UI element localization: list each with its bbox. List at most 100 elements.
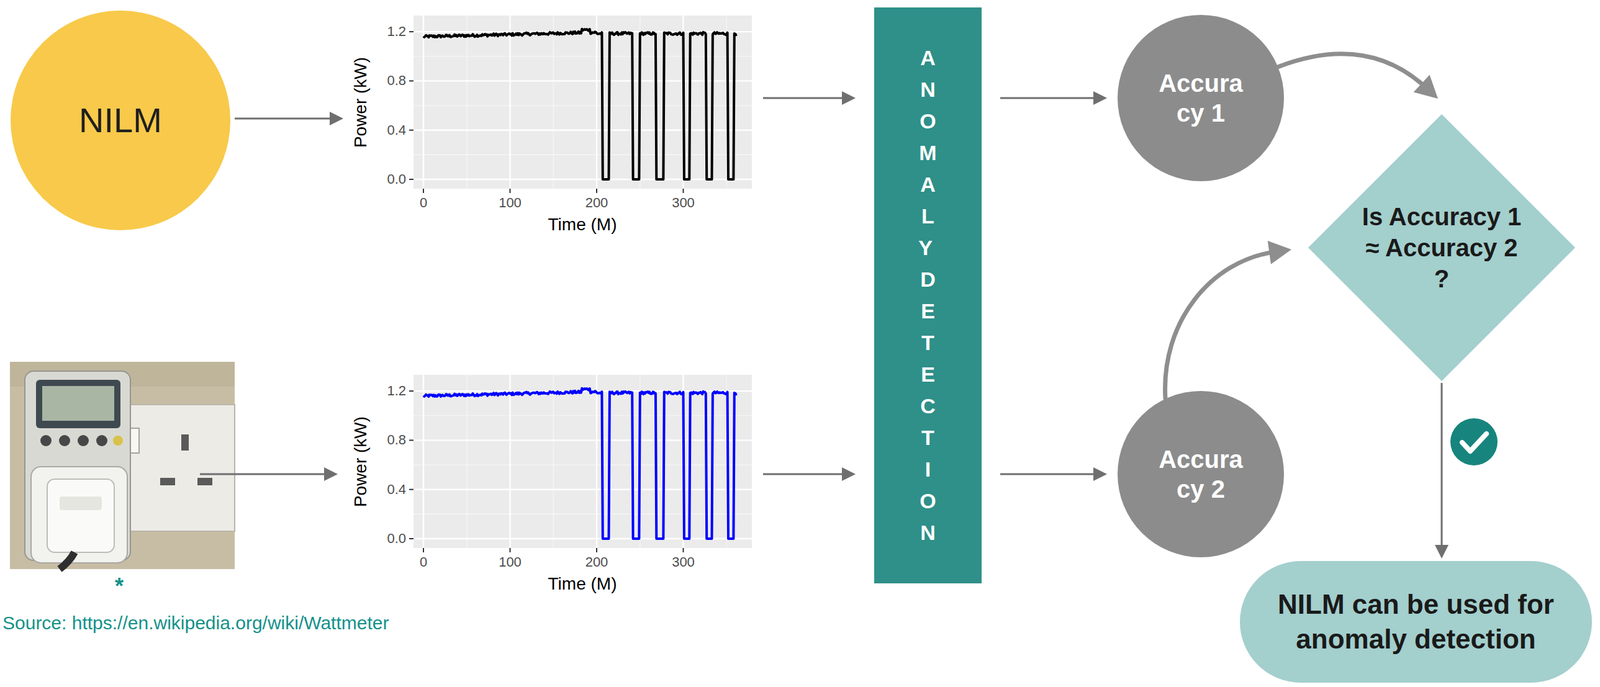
- grid-major: [509, 15, 511, 189]
- axis-tick: [409, 178, 414, 181]
- axis-tick: [409, 439, 414, 441]
- meter-button: [77, 435, 89, 447]
- line-chart: [409, 375, 752, 553]
- axis-tick: [409, 390, 414, 392]
- axis-tick: [409, 489, 414, 491]
- source-note: Source: https://en.wikipedia.org/wiki/Wa…: [2, 612, 389, 635]
- grid-major: [413, 489, 752, 491]
- grid-major: [596, 15, 598, 189]
- meter-display: [42, 386, 115, 421]
- axis-tick-label: 0: [419, 554, 428, 571]
- footnote-mark: *: [114, 573, 124, 600]
- grid-minor: [466, 15, 467, 189]
- process-band: ANOMALY DETECTION: [874, 7, 982, 584]
- arrow-head: [1093, 467, 1108, 482]
- axis-title: Power (kW): [350, 57, 372, 148]
- decision-diamond: Is Accuracy 1 ≈ Accuracy 2 ?: [1307, 113, 1576, 382]
- axis-tick: [682, 548, 685, 553]
- axis-tick-label: 0.0: [386, 530, 407, 547]
- wattmeter-photo: [9, 361, 235, 570]
- grid-minor: [553, 15, 554, 189]
- plot-panel: [413, 15, 752, 189]
- arrow-head: [1093, 91, 1108, 105]
- meter-button: [40, 435, 52, 447]
- axis-tick-label: 1.2: [386, 383, 407, 400]
- arrow-head: [324, 467, 338, 482]
- grid-minor: [413, 415, 752, 416]
- check-mark: [1462, 433, 1487, 452]
- connector-line: [1165, 251, 1277, 398]
- grid-minor: [466, 375, 467, 549]
- circle-shape: [1116, 390, 1285, 559]
- grid-major: [413, 439, 752, 441]
- node-title: Accura cy 1: [1151, 68, 1251, 128]
- result-circle: Accura cy 2: [1116, 390, 1285, 559]
- check-circle: [1450, 418, 1498, 466]
- arrow-line: [199, 473, 326, 476]
- meter-button: [58, 435, 71, 447]
- arrow-head: [841, 467, 856, 482]
- grid-major: [413, 538, 752, 540]
- socket-hole: [197, 478, 213, 486]
- axis-tick-label: 0.8: [386, 72, 407, 89]
- connector: [1278, 54, 1438, 99]
- plug: [47, 479, 115, 553]
- grid-minor: [413, 55, 752, 57]
- node-title: Accura cy 2: [1151, 444, 1251, 505]
- grid-major: [413, 80, 752, 82]
- axis-tick: [422, 548, 425, 553]
- socket-plate: [115, 404, 235, 532]
- connector: [1165, 240, 1292, 399]
- check-icon: [1450, 418, 1498, 466]
- axis-tick: [422, 188, 425, 194]
- power-line: [423, 29, 737, 180]
- arrow-line: [234, 117, 331, 120]
- meter-bezel: [36, 379, 121, 429]
- grid-major: [413, 178, 752, 181]
- axis-tick-label: 200: [585, 554, 609, 571]
- axis-tick: [682, 188, 685, 194]
- arrow-head: [329, 111, 344, 126]
- socket-hole: [181, 434, 189, 451]
- axis-tick: [596, 548, 598, 553]
- circle-fill: [1117, 391, 1284, 558]
- grid-minor: [413, 104, 752, 106]
- connector-line: [1278, 54, 1427, 89]
- axis-tick-label: 300: [671, 194, 695, 212]
- circle-fill: [10, 10, 231, 231]
- circle-shape: [1116, 14, 1285, 182]
- grid-minor: [413, 514, 752, 515]
- axis-tick-label: 100: [498, 194, 522, 212]
- arrow-head: [1267, 240, 1292, 265]
- plot-panel: [413, 375, 752, 549]
- axis-title: Time (M): [548, 214, 618, 236]
- axis-tick-label: 0: [419, 194, 428, 212]
- axis-title: Power (kW): [350, 416, 372, 508]
- axis-tick: [409, 129, 414, 132]
- axis-tick-label: 0.8: [386, 432, 407, 449]
- vertical-title: ANOMALY DETECTION: [912, 42, 944, 549]
- wall-background: [9, 361, 235, 570]
- meter-button: [112, 435, 123, 446]
- arrow-head: [1434, 545, 1449, 559]
- connector: [1000, 467, 1108, 482]
- grid-minor: [553, 375, 554, 549]
- axis-tick-label: 0.0: [386, 171, 407, 188]
- conclusion-text: NILM can be used for anomaly detection: [1248, 587, 1584, 657]
- grid-minor: [413, 464, 752, 466]
- circle-fill: [1117, 14, 1284, 182]
- input-circle: NILM: [9, 9, 231, 231]
- axis-tick-label: 100: [498, 554, 522, 571]
- connector: [1434, 383, 1449, 559]
- power-line: [423, 388, 737, 539]
- charts: [409, 15, 752, 553]
- decision-text: Is Accuracy 1 ≈ Accuracy 2 ?: [1356, 201, 1528, 295]
- axis-tick: [596, 188, 598, 194]
- plug-label: [59, 496, 102, 511]
- arrow-line: [763, 97, 844, 100]
- socket-hole: [160, 478, 176, 486]
- line-chart: [409, 15, 752, 194]
- grid-major: [413, 129, 752, 131]
